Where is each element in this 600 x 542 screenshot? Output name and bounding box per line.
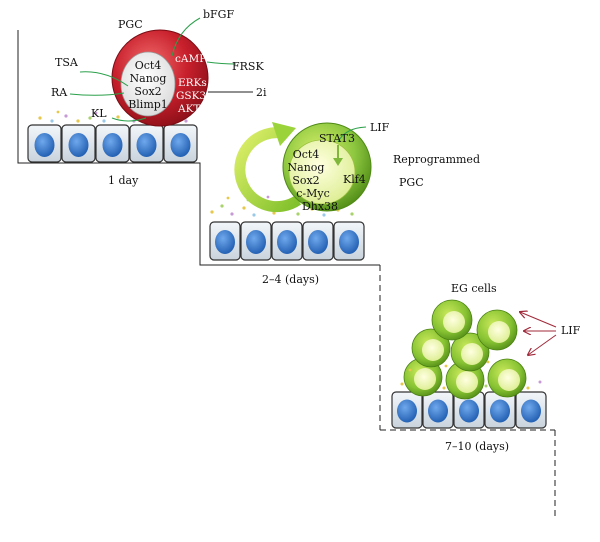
reprogrammed-factors: STAT3 Oct4 Nanog Sox2 c-Myc Dhx38 Klf4 bbox=[288, 132, 366, 213]
eg-cell bbox=[431, 299, 473, 341]
stage1-input-lines bbox=[69, 17, 253, 122]
factor-nanog: Nanog bbox=[288, 161, 325, 174]
somatic-cell bbox=[302, 221, 334, 261]
factor-c-myc: c-Myc bbox=[296, 187, 330, 200]
eg-cells-title: EG cells bbox=[451, 282, 497, 295]
eg-cell bbox=[476, 309, 518, 351]
nucleus bbox=[490, 399, 510, 423]
stage3-growth-factor-dots bbox=[400, 360, 542, 390]
pgc-signals: cAMP ERKs GSK3 AKT bbox=[175, 53, 207, 115]
ra-line bbox=[69, 92, 125, 96]
somatic-cell bbox=[61, 124, 96, 163]
factor-sox2: Sox2 bbox=[292, 174, 319, 187]
somatic-cell bbox=[484, 391, 516, 429]
signal-gsk3: GSK3 bbox=[176, 90, 206, 102]
stage2-somatic-cells bbox=[209, 221, 365, 261]
frsk-label: FRSK bbox=[232, 60, 264, 73]
somatic-cell bbox=[95, 124, 130, 163]
somatic-cell bbox=[271, 221, 303, 261]
nucleus bbox=[277, 230, 297, 254]
eg-cell bbox=[403, 357, 443, 397]
staircase-outline bbox=[17, 30, 556, 518]
somatic-cell bbox=[391, 391, 423, 429]
tsa-line bbox=[79, 71, 129, 87]
nucleus bbox=[428, 399, 448, 423]
kl-line bbox=[111, 117, 147, 122]
factor-sox2: Sox2 bbox=[134, 85, 161, 98]
factor-nanog: Nanog bbox=[130, 72, 167, 85]
nucleus bbox=[170, 133, 191, 157]
somatic-cell bbox=[129, 124, 164, 163]
somatic-cell bbox=[163, 124, 198, 163]
pgc-core-factors: Oct4 Nanog Sox2 Blimp1 bbox=[128, 59, 168, 111]
eg-cell bbox=[411, 328, 451, 368]
stage3-time-label: 7–10 (days) bbox=[445, 440, 509, 453]
nucleus bbox=[246, 230, 266, 254]
signal-camp: cAMP bbox=[175, 53, 206, 65]
factor-dhx38: Dhx38 bbox=[302, 200, 338, 213]
factor-stat3: STAT3 bbox=[319, 132, 355, 145]
nucleus bbox=[215, 230, 235, 254]
bfgf-label: bFGF bbox=[203, 8, 234, 21]
somatic-cell bbox=[209, 221, 241, 261]
somatic-cell bbox=[422, 391, 454, 429]
nucleus bbox=[308, 230, 328, 254]
two-i-label: 2i bbox=[256, 86, 267, 99]
factor-oct4: Oct4 bbox=[293, 148, 320, 161]
factor-klf4: Klf4 bbox=[343, 173, 366, 186]
nucleus bbox=[397, 399, 417, 423]
stage2-time-label: 2–4 (days) bbox=[262, 273, 319, 286]
nucleus bbox=[102, 133, 123, 157]
ra-label: RA bbox=[51, 86, 68, 99]
nucleus bbox=[459, 399, 479, 423]
eg-cell bbox=[487, 358, 527, 398]
lif-label-stage3: LIF bbox=[561, 324, 581, 337]
nucleus bbox=[339, 230, 359, 254]
stage1-somatic-cells bbox=[27, 124, 198, 163]
nucleus bbox=[136, 133, 157, 157]
reprogrammed-label: Reprogrammed bbox=[393, 153, 480, 166]
lif-arrow-icon bbox=[520, 312, 557, 328]
lif-label-stage2: LIF bbox=[370, 121, 390, 134]
nucleus bbox=[68, 133, 89, 157]
bfgf-line bbox=[171, 17, 201, 57]
nucleus bbox=[34, 133, 55, 157]
factor-oct4: Oct4 bbox=[135, 59, 162, 72]
reprogrammed-pgc-label: PGC bbox=[399, 176, 424, 189]
pgc-nucleus bbox=[120, 51, 176, 117]
signal-akt: AKT bbox=[177, 103, 200, 115]
somatic-cell bbox=[515, 391, 547, 429]
signal-erks: ERKs bbox=[178, 77, 207, 89]
lif-line-stage2 bbox=[337, 126, 367, 143]
somatic-cell bbox=[27, 124, 62, 163]
stage1-time-label: 1 day bbox=[108, 174, 139, 187]
stat3-arrow-icon bbox=[333, 158, 343, 166]
eg-cell bbox=[450, 332, 490, 372]
eg-cell-colony bbox=[403, 299, 527, 400]
circular-arrow bbox=[234, 122, 302, 213]
lif-arrow-icon bbox=[528, 334, 557, 355]
frsk-line bbox=[206, 61, 237, 65]
nucleus bbox=[521, 399, 541, 423]
somatic-cell bbox=[333, 221, 365, 261]
lif-arrows-stage3 bbox=[520, 312, 557, 355]
somatic-cell bbox=[453, 391, 485, 429]
tsa-label: TSA bbox=[55, 56, 79, 69]
pgc-cell bbox=[111, 29, 209, 127]
pgc-title: PGC bbox=[118, 18, 143, 31]
factor-blimp1: Blimp1 bbox=[128, 98, 168, 111]
somatic-cell bbox=[240, 221, 272, 261]
kl-label: KL bbox=[91, 107, 107, 120]
